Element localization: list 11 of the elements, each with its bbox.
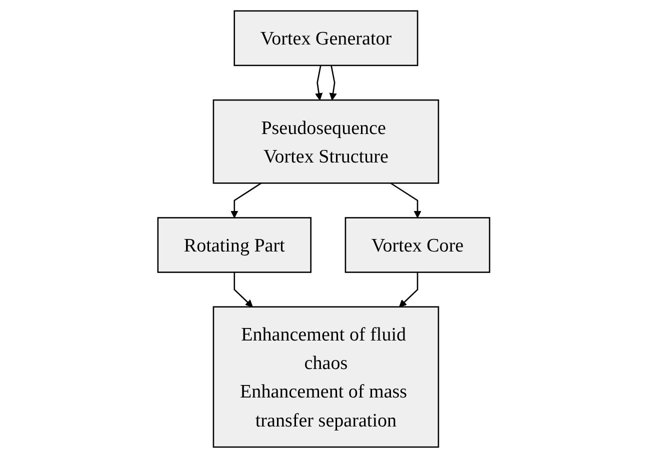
arrow: [234, 272, 254, 307]
arrow: [230, 182, 262, 218]
node-box: Vortex Generator: [234, 10, 418, 66]
arrow: [330, 64, 338, 100]
arrow: [390, 182, 422, 218]
node-box: Pseudosequence Vortex Structure: [213, 98, 440, 184]
node-box: Enhancement of fluid chaos Enhancement of mass transfer separation: [213, 306, 440, 448]
node-box: Rotating Part: [158, 216, 312, 272]
arrow: [399, 272, 418, 307]
node-box: Vortex Core: [345, 216, 490, 272]
arrow: [315, 64, 323, 100]
